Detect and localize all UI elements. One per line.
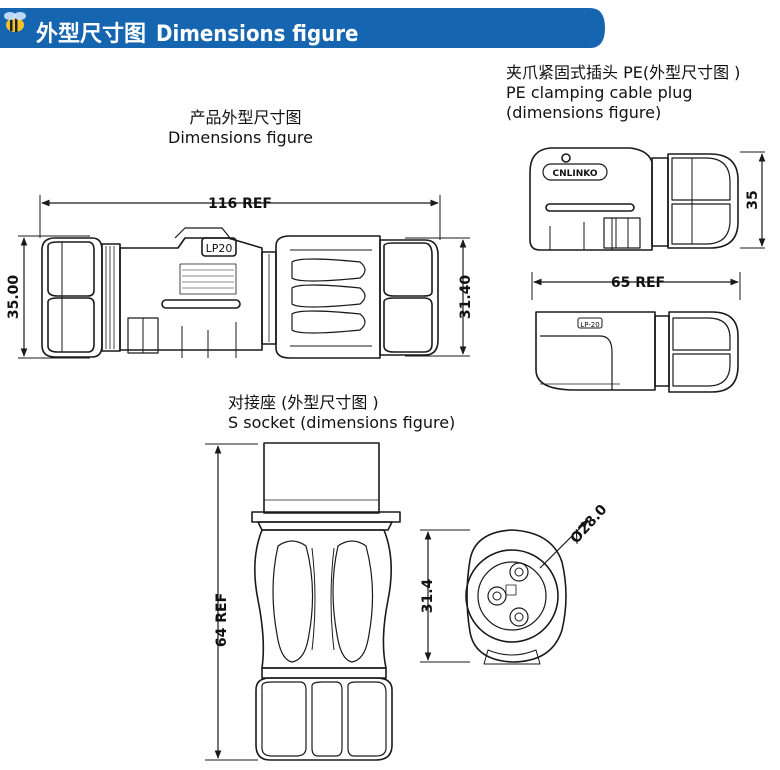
pe-caption: 夹爪紧固式插头 PE(外型尺寸图 ) PE clamping cable plu…: [506, 63, 740, 123]
s-length-dim: 64 REF: [214, 593, 230, 647]
s-caption-cn: 对接座 (外型尺寸图 ): [228, 393, 379, 412]
pe-caption-cn: 夹爪紧固式插头 PE(外型尺寸图 ): [506, 63, 741, 82]
header-title: 外型尺寸图 Dimensions figure: [36, 16, 358, 48]
pe-plug-top-drawing: 65 REF LP-20: [531, 272, 741, 393]
lp20-label: LP20: [206, 242, 233, 255]
main-height-left-dim: 35.00: [6, 275, 22, 320]
header-band: 外型尺寸图 Dimensions figure: [0, 8, 605, 48]
pe-length-dim: 65 REF: [611, 275, 665, 291]
s-face-height-dim: 31.4: [420, 578, 436, 613]
header-title-cn: 外型尺寸图: [36, 22, 147, 47]
main-caption-cn: 产品外型尺寸图: [189, 108, 302, 127]
main-caption: 产品外型尺寸图 Dimensions figure: [168, 108, 313, 148]
pe-caption-en1: PE clamping cable plug: [506, 83, 693, 102]
s-diameter-dim: Ø28.0: [568, 502, 611, 547]
pe-tag-label: LP-20: [580, 321, 599, 329]
pe-caption-en2: (dimensions figure): [506, 103, 662, 122]
header-title-en: Dimensions figure: [156, 22, 359, 47]
pe-plug-side-drawing: 35 CNLINKO: [529, 147, 766, 251]
header-band-shape: [0, 8, 605, 48]
main-caption-en: Dimensions figure: [168, 128, 313, 147]
bee-logo-icon: [4, 12, 26, 32]
s-socket-face-drawing: 31.4 Ø28.0: [420, 502, 611, 665]
s-socket-side-drawing: 64 REF: [205, 442, 401, 761]
pe-height-dim: 35: [745, 190, 761, 209]
s-caption: 对接座 (外型尺寸图 ) S socket (dimensions figure…: [228, 393, 455, 433]
main-length-dim: 116 REF: [208, 196, 272, 212]
main-height-right-dim: 31.40: [458, 275, 474, 320]
main-connector-drawing: LP20 116 REF 35.00 31.40: [6, 195, 474, 359]
s-caption-en: S socket (dimensions figure): [228, 413, 456, 432]
brand-label: CNLINKO: [553, 169, 598, 179]
